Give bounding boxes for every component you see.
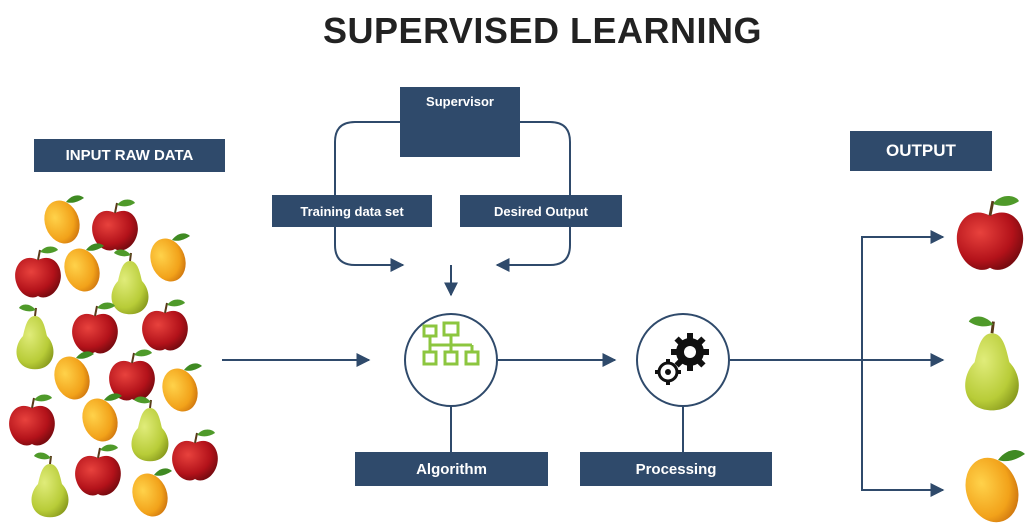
supervisor-loop [334,121,571,297]
algorithm-node [404,313,498,407]
output-label: OUTPUT [850,131,992,171]
diagram-title: SUPERVISED LEARNING [323,10,762,51]
training-data-set-label: Training data set [272,195,432,227]
processing-node [636,313,730,407]
algorithm-label: Algorithm [355,452,548,486]
supervisor-label: Supervisor [426,94,494,109]
output-pear [963,315,1021,412]
input-raw-data-label: INPUT RAW DATA [34,139,225,172]
processing-label: Processing [580,452,772,486]
supervisor-box: Supervisor [400,87,520,157]
flow-arrows [222,230,945,497]
input-fruit-cluster [8,195,219,522]
output-fruits [955,194,1027,530]
desired-output-label: Desired Output [460,195,622,227]
hierarchy-icon [422,321,480,366]
gears-icon [655,333,709,385]
output-mango [956,450,1027,530]
output-apple [955,194,1025,272]
